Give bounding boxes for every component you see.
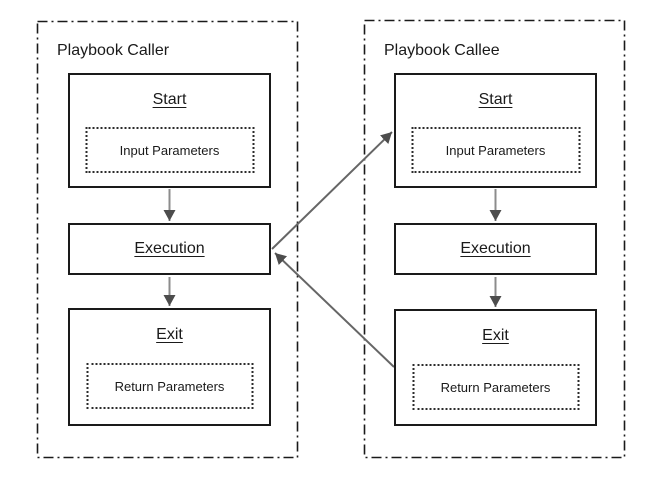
caller-exit-label: Exit: [156, 326, 183, 343]
caller-container-title: Playbook Caller: [57, 42, 170, 59]
callee-execution-label: Execution: [460, 240, 531, 257]
caller-container-frame: [36, 20, 299, 459]
caller-start-label: Start: [152, 91, 187, 108]
callee-start-node: Start Input Parameters: [394, 73, 597, 188]
callee-container-frame: [363, 19, 626, 459]
callee-start-label: Start: [478, 91, 513, 108]
caller-execution-label: Execution: [134, 240, 205, 257]
caller-execution-node: Execution: [68, 223, 271, 275]
caller-exit-node: Exit Return Parameters: [68, 308, 271, 426]
callee-input-parameters-label: Input Parameters: [445, 142, 546, 158]
caller-execution-to-callee-start-arrow: [271, 131, 393, 250]
callee-exit-label: Exit: [482, 327, 509, 344]
caller-input-parameters-box: Input Parameters: [85, 127, 254, 173]
callee-return-parameters-box: Return Parameters: [412, 364, 579, 410]
callee-exit-to-caller-execution-arrow: [274, 252, 395, 368]
callee-exit-node: Exit Return Parameters: [394, 309, 597, 426]
caller-return-parameters-label: Return Parameters: [114, 378, 225, 394]
caller-return-parameters-box: Return Parameters: [86, 363, 253, 409]
caller-input-parameters-label: Input Parameters: [119, 142, 220, 158]
caller-start-node: Start Input Parameters: [68, 73, 271, 188]
callee-container-title: Playbook Callee: [384, 42, 500, 59]
callee-return-parameters-label: Return Parameters: [440, 379, 551, 395]
callee-execution-node: Execution: [394, 223, 597, 275]
callee-input-parameters-box: Input Parameters: [411, 127, 580, 173]
